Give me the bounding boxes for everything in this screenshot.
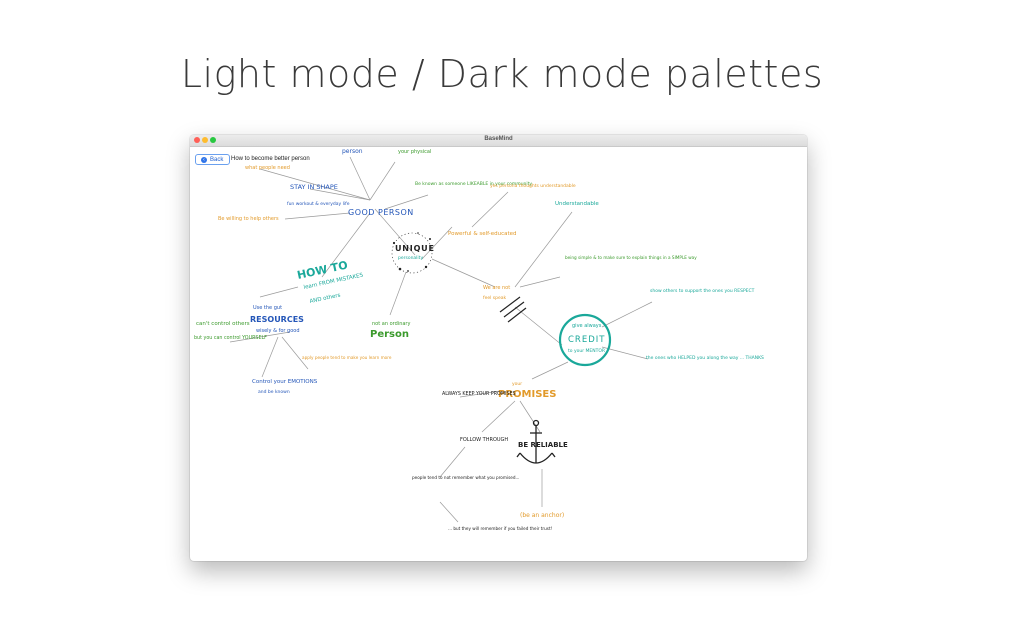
good-person-cluster: person your physical what people need ST… <box>218 148 532 222</box>
app-window: BaseMind <box>190 135 807 561</box>
node-be-an-anchor[interactable]: (be an anchor) <box>520 512 564 519</box>
credit-badge[interactable]: give always CREDIT to your MENTOR <box>558 313 612 367</box>
hatch-marks <box>499 296 527 323</box>
node-credit: CREDIT <box>568 335 605 345</box>
node-people-dont-remember[interactable]: people tend to not remember what you pro… <box>412 475 519 480</box>
node-physical[interactable]: your physical <box>398 149 431 155</box>
node-but-they-remember[interactable]: ... but they will remember if you failed… <box>448 526 553 531</box>
node-person-top[interactable]: person <box>342 148 363 155</box>
credit-cluster: We are not feel speak being simple & to … <box>483 255 764 367</box>
window-title: BaseMind <box>484 136 513 142</box>
node-feel-speak[interactable]: feel speak <box>483 295 507 301</box>
node-not-ordinary[interactable]: not an ordinary <box>372 321 410 327</box>
node-apply-people[interactable]: apply people tend to make you learn more <box>302 355 392 360</box>
node-control-emotions[interactable]: Control your EMOTIONS <box>252 379 318 385</box>
node-follow-through[interactable]: FOLLOW THROUGH <box>460 437 508 443</box>
node-cant-control[interactable]: can't control others <box>196 321 250 327</box>
connector-lines <box>229 156 653 523</box>
node-promises[interactable]: PROMISES <box>498 389 556 400</box>
node-yes-persona[interactable]: yes persona thoughts understandable <box>490 183 576 189</box>
node-what-people-need[interactable]: what people need <box>245 165 290 171</box>
node-always-keep[interactable]: ALWAYS KEEP YOUR PROMISES <box>442 391 516 397</box>
node-we-are-not[interactable]: We are not <box>483 285 510 291</box>
node-personality: personality <box>398 255 423 261</box>
resources-cluster: HOW TO learn FROM MISTAKES AND others Us… <box>194 259 392 395</box>
page-heading: Light mode / Dark mode palettes <box>180 52 824 96</box>
node-and-others[interactable]: AND others <box>309 293 341 305</box>
back-chevron-icon: ‹ <box>201 156 207 163</box>
node-give-always: give always <box>572 323 602 329</box>
node-your-mentor: to your MENTOR <box>568 348 605 354</box>
node-fun-workout[interactable]: fun workout & everyday life <box>287 201 350 207</box>
back-button-label: Back <box>210 156 224 163</box>
node-show-others[interactable]: show others to support the ones you RESP… <box>650 288 755 294</box>
node-ones-helped[interactable]: the ones who HELPED you along the way ..… <box>646 355 764 361</box>
node-resources[interactable]: RESOURCES <box>250 315 304 324</box>
node-person[interactable]: Person <box>370 329 409 340</box>
node-powerful-self[interactable]: Powerful & self-educated <box>448 231 517 237</box>
node-be-willing[interactable]: Be willing to help others <box>218 216 279 222</box>
node-use-gut[interactable]: Use the gut <box>253 305 282 311</box>
title-bar: BaseMind <box>190 135 807 147</box>
node-known-reliable[interactable]: Be known as someone LIKEABLE in your com… <box>415 181 532 187</box>
node-unique: UNIQUE <box>395 244 435 253</box>
mindmap-canvas[interactable]: person your physical what people need ST… <box>190 147 807 561</box>
promises-cluster: your PROMISES ALWAYS KEEP YOUR PROMISES … <box>412 381 568 531</box>
document-title: How to become better person <box>231 156 310 162</box>
node-being-simple[interactable]: being simple & to make sure to explain t… <box>565 255 697 260</box>
node-be-reliable[interactable]: BE RELIABLE <box>518 441 568 449</box>
maximize-window-icon[interactable] <box>210 137 216 143</box>
close-window-icon[interactable] <box>194 137 200 143</box>
node-but-you[interactable]: but you can control YOURSELF <box>194 335 267 341</box>
minimize-window-icon[interactable] <box>202 137 208 143</box>
node-your-promises: your <box>512 381 522 387</box>
unique-cluster: yes persona thoughts understandable Powe… <box>370 183 599 340</box>
node-wisely-good[interactable]: wisely & for good <box>256 328 300 334</box>
unique-badge[interactable]: UNIQUE personality <box>391 232 435 274</box>
node-stay-in-shape[interactable]: STAY IN SHAPE <box>290 183 338 191</box>
node-and-be-known[interactable]: and be known <box>258 389 290 395</box>
anchor-icon <box>516 419 556 464</box>
node-understandable[interactable]: Understandable <box>555 201 599 207</box>
back-button[interactable]: ‹ Back <box>195 154 231 165</box>
node-good-person[interactable]: GOOD PERSON <box>348 208 414 217</box>
